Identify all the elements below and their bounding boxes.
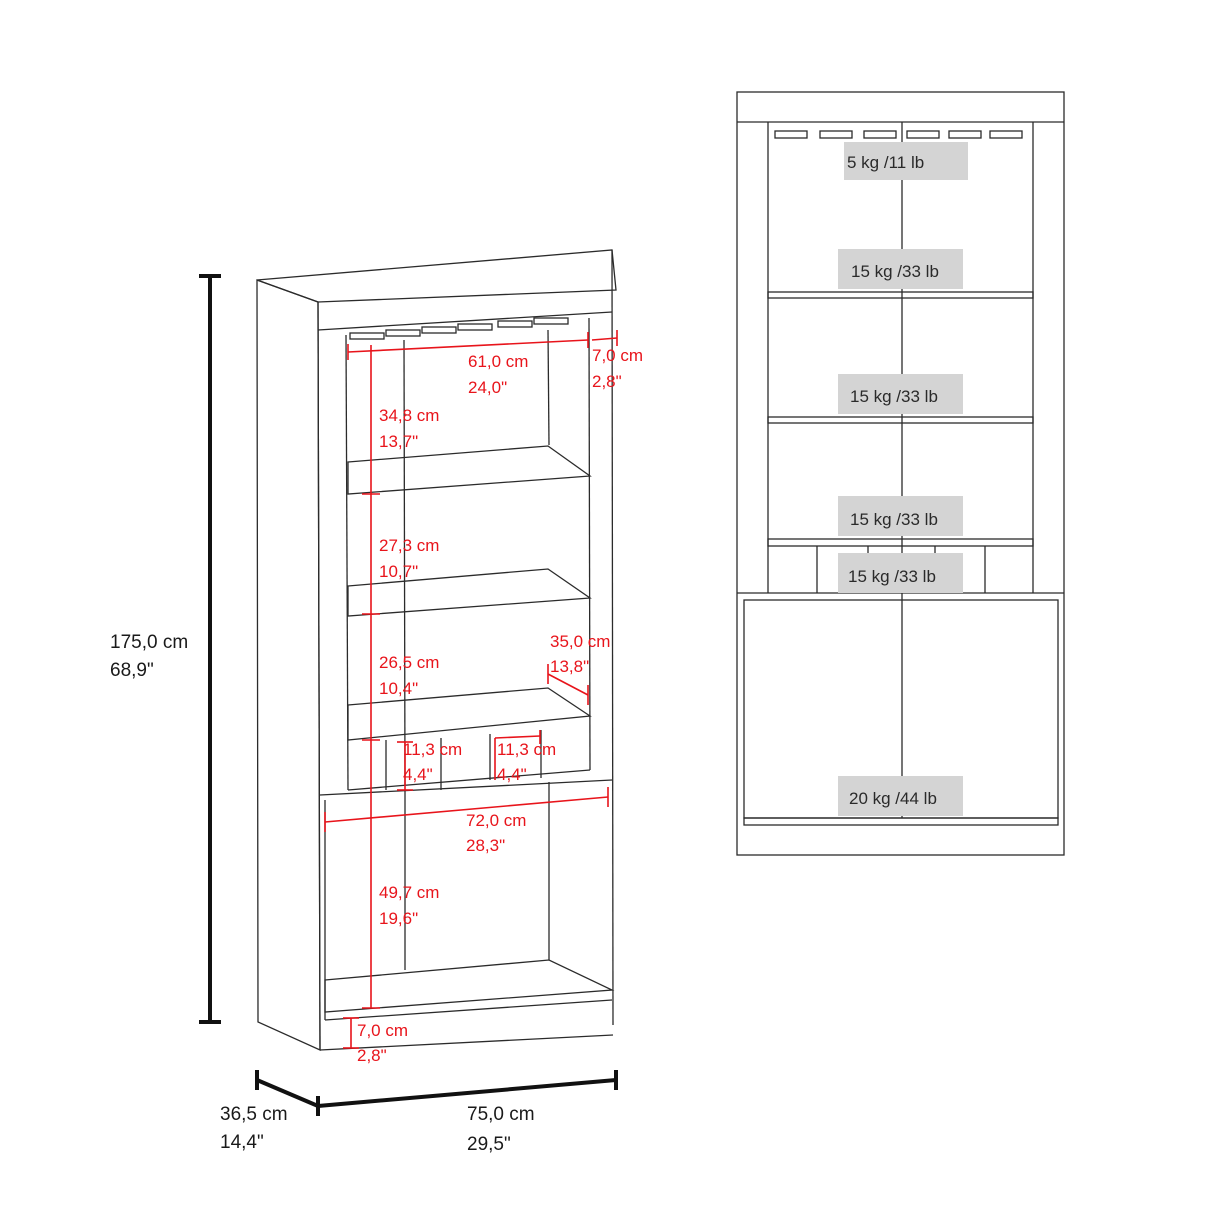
- shelf-depth-in: 13,8": [550, 657, 589, 676]
- shelf-1-cm: 34,8 cm: [379, 406, 439, 425]
- depth-in-label: 14,4": [220, 1132, 264, 1153]
- lower-height-in: 19,6": [379, 909, 418, 928]
- load-shelf-top: 15 kg /33 lb: [851, 262, 939, 281]
- load-badges: [838, 142, 968, 816]
- side-panel-cm: 7,0 cm: [592, 346, 643, 365]
- bottom-shelf: [324, 959, 615, 1013]
- width-in-label: 29,5": [467, 1134, 511, 1155]
- shelf-1-in: 13,7": [379, 432, 418, 451]
- cubby-left-in: 4,4": [403, 765, 433, 784]
- shelf-depth-cm: 35,0 cm: [550, 632, 610, 651]
- side-panel-in: 2,8": [592, 372, 622, 391]
- inner-width-cm: 61,0 cm: [468, 352, 528, 371]
- load-cubbies: 15 kg /33 lb: [848, 567, 936, 586]
- height-cm-label: 175,0 cm: [110, 632, 188, 653]
- glass-rack-icon: [349, 317, 569, 340]
- shelf-3: [347, 687, 592, 741]
- red-dimension-lines: [324, 330, 618, 1049]
- load-glass-rack: 5 kg /11 lb: [847, 153, 924, 172]
- cabinet-front-view: [736, 91, 1065, 856]
- lower-height-cm: 49,7 cm: [379, 883, 439, 902]
- shelf-2-cm: 27,3 cm: [379, 536, 439, 555]
- shelf-1: [347, 445, 592, 495]
- depth-cm-label: 36,5 cm: [220, 1104, 288, 1125]
- cubby-left-cm: 11,3 cm: [403, 740, 462, 759]
- front-glass-rack-icon: [774, 130, 1023, 139]
- load-cabinet: 20 kg /44 lb: [849, 789, 937, 808]
- cabinet-top-surface: [256, 249, 617, 303]
- shelf-3-cm: 26,5 cm: [379, 653, 439, 672]
- overall-dimension-lines: [199, 274, 618, 1116]
- front-outer-frame: [736, 91, 1065, 856]
- width-cm-label: 75,0 cm: [467, 1104, 535, 1125]
- lower-width-in: 28,3": [466, 836, 505, 855]
- lower-width-cm: 72,0 cm: [466, 811, 526, 830]
- base-in: 2,8": [357, 1046, 387, 1065]
- cubby-right-in: 4,4": [497, 765, 527, 784]
- inner-width-in: 24,0": [468, 378, 507, 397]
- cabinet-perspective-drawing: [256, 249, 617, 1052]
- load-shelf-mid: 15 kg /33 lb: [850, 387, 938, 406]
- base-cm: 7,0 cm: [357, 1021, 408, 1040]
- load-shelf-low: 15 kg /33 lb: [850, 510, 938, 529]
- shelf-3-in: 10,4": [379, 679, 418, 698]
- height-in-label: 68,9": [110, 660, 154, 681]
- shelf-2-in: 10,7": [379, 562, 418, 581]
- shelf-2: [347, 568, 592, 617]
- cabinet-left-side: [256, 279, 321, 1052]
- cubby-right-cm: 11,3 cm: [497, 740, 556, 759]
